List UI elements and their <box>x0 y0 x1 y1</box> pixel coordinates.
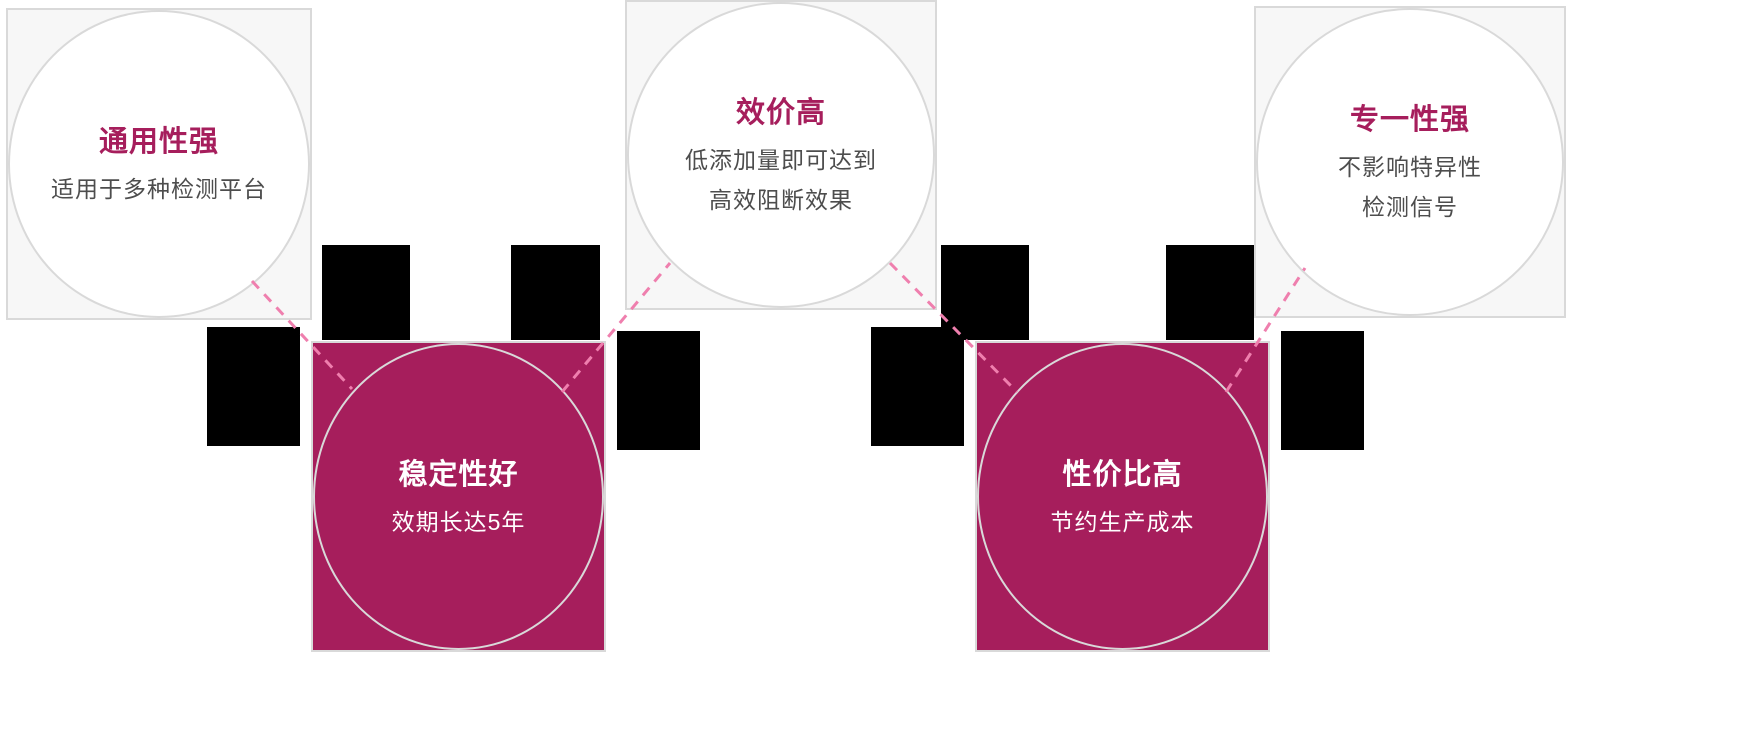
feature-line: 低添加量即可达到 <box>685 147 877 174</box>
feature-circle: 通用性强 适用于多种检测平台 <box>8 10 310 318</box>
feature-title: 性价比高 <box>1062 458 1183 491</box>
feature-line: 节约生产成本 <box>1050 508 1195 535</box>
feature-line: 高效阻断效果 <box>709 187 853 213</box>
feature-line: 不影响特异性 <box>1338 154 1482 181</box>
feature-card-universality: 通用性强 适用于多种检测平台 <box>6 8 312 320</box>
black-accent-block <box>1281 331 1364 450</box>
feature-line: 检测信号 <box>1362 194 1458 220</box>
feature-title: 通用性强 <box>98 126 219 159</box>
feature-title: 稳定性好 <box>398 458 519 491</box>
feature-title: 效价高 <box>735 97 826 130</box>
black-accent-block <box>511 245 600 340</box>
feature-line: 效期长达5年 <box>391 508 526 535</box>
black-accent-block <box>1166 245 1254 340</box>
black-accent-block <box>871 327 964 446</box>
feature-card-potency: 效价高 低添加量即可达到 高效阻断效果 <box>625 0 937 310</box>
feature-card-cost-performance: 性价比高 节约生产成本 <box>975 341 1270 652</box>
black-accent-block <box>207 327 300 446</box>
feature-circle: 专一性强 不影响特异性 检测信号 <box>1256 8 1564 316</box>
feature-circle: 稳定性好 效期长达5年 <box>313 343 604 650</box>
feature-card-specificity: 专一性强 不影响特异性 检测信号 <box>1254 6 1566 318</box>
feature-card-stability: 稳定性好 效期长达5年 <box>311 341 606 652</box>
feature-line: 适用于多种检测平台 <box>51 176 267 203</box>
black-accent-block <box>617 331 700 450</box>
black-accent-block <box>941 245 1029 340</box>
feature-circle: 效价高 低添加量即可达到 高效阻断效果 <box>627 2 935 308</box>
black-accent-block <box>322 245 410 340</box>
feature-title: 专一性强 <box>1349 104 1470 137</box>
feature-circle: 性价比高 节约生产成本 <box>977 343 1268 650</box>
